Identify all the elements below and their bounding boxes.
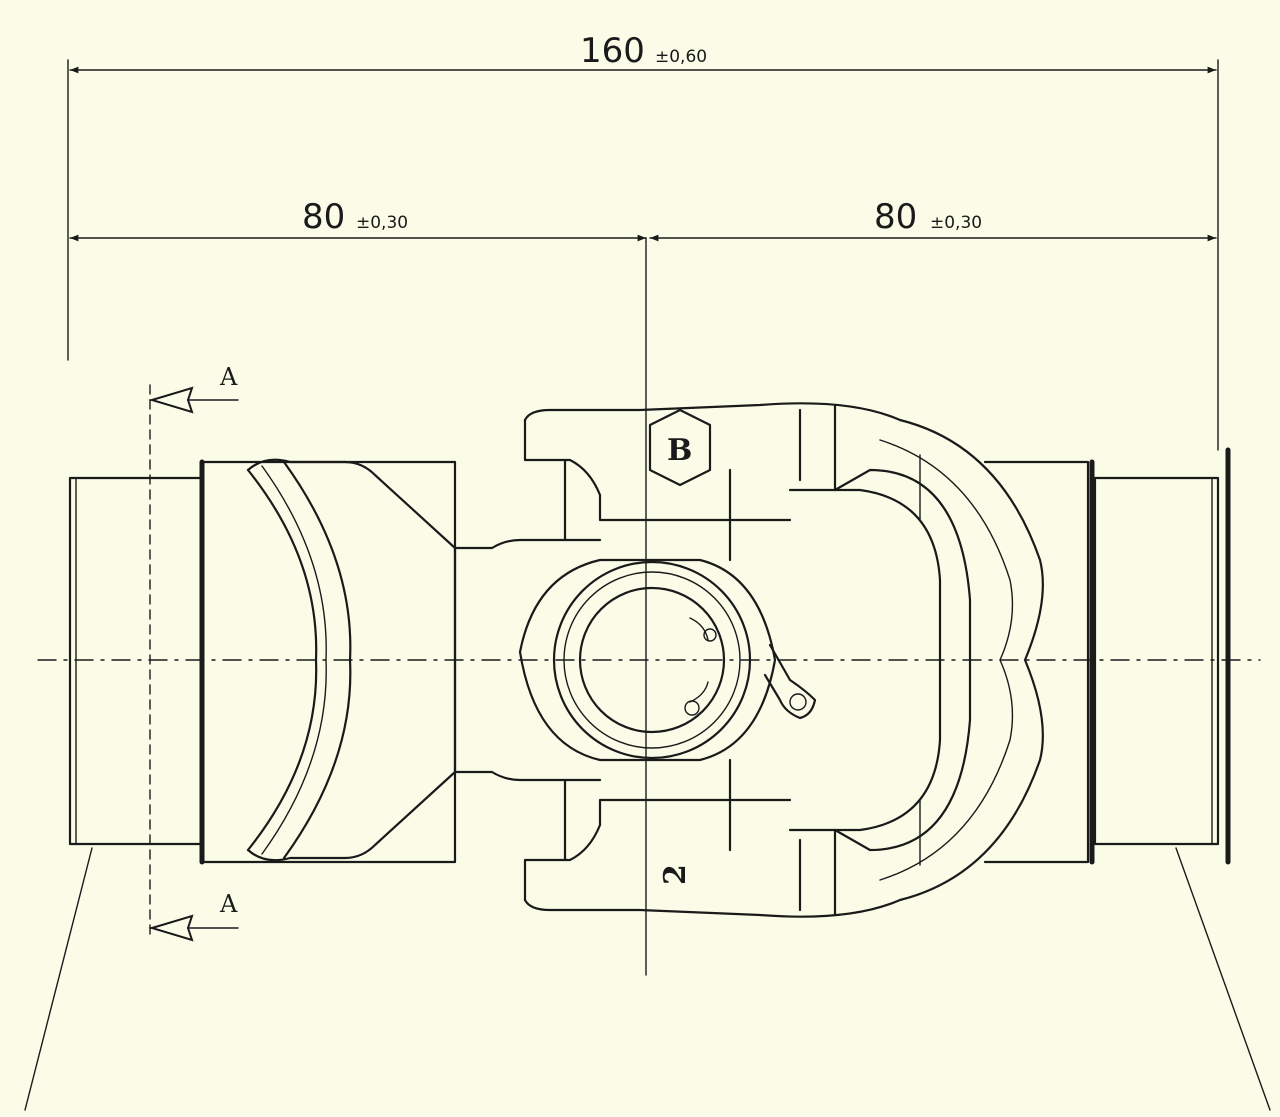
section-arrow-top-icon [148,386,194,414]
yoke-marking-bottom: 2 [658,864,693,885]
left-yoke [246,458,602,862]
section-label-top: A [219,363,238,391]
center-lines [37,237,1261,976]
section-label-bottom: A [219,890,238,918]
dimension-overall: 160 ±0,60 [67,31,1219,451]
yoke-marking-top: B [648,408,712,487]
section-marker: A A [148,363,239,942]
hexagon-badge-icon [648,408,712,487]
right-hub [983,447,1231,865]
yoke-marking-top-text: B [667,433,692,468]
dimension-overall-value: 160 [580,31,645,71]
dimension-left-tolerance: ±0,30 [356,213,408,233]
dimension-left-value: 80 [302,197,345,237]
yoke-marking-bottom-text: 2 [658,864,693,885]
section-arrow-bottom-icon [148,914,194,942]
dimension-overall-tolerance: ±0,60 [655,47,707,67]
leader-lines [24,847,1271,1111]
dimension-right-tolerance: ±0,30 [930,213,982,233]
dimension-left-half: 80 ±0,30 [69,197,647,242]
dimension-right-value: 80 [874,197,917,237]
dimension-right-half: 80 ±0,30 [649,197,1217,242]
cross-bearing [518,558,817,762]
left-hub [68,459,457,865]
right-yoke [523,402,1044,918]
